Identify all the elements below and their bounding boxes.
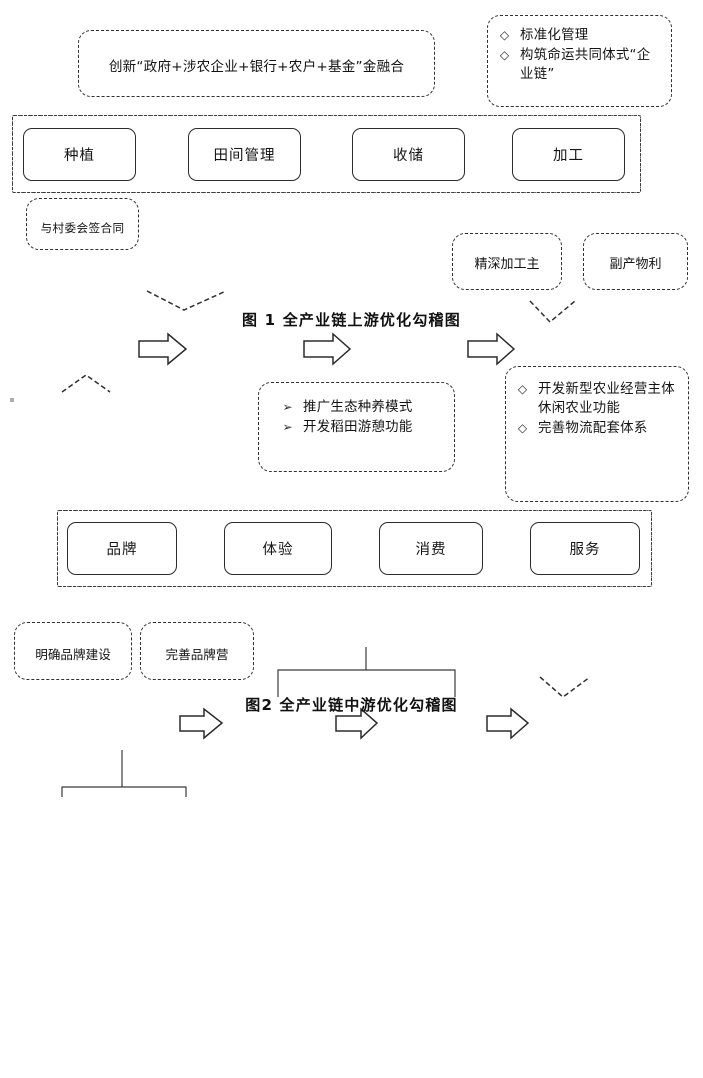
figure1-callout-financing: 创新“政府+涉农企业+银行+农户+基金”金融合 xyxy=(78,30,435,97)
figure1-callout-village-contract-text: 与村委会签合同 xyxy=(40,220,125,235)
figure2-process-box-brand-label: 品牌 xyxy=(106,542,138,558)
figure1-sub-box-deep-processing: 精深加工主 xyxy=(452,233,562,290)
figure-page: 创新“政府+涉农企业+银行+农户+基金”金融合 ◇ 标准化管理 ◇ 构筑命运共同… xyxy=(0,0,703,797)
figure2-caption: 图2 全产业链中游优化勾稽图 xyxy=(0,694,703,715)
bullet-label: 推广生态种养模式 xyxy=(303,400,413,415)
figure1-callout-financing-text: 创新“政府+涉农企业+银行+农户+基金”金融合 xyxy=(108,58,405,75)
figure1-caption: 图 1 全产业链上游优化勾稽图 xyxy=(0,309,703,330)
figure1-process-box-processing: 加工 xyxy=(512,128,625,181)
figure2-process-box-experience: 体验 xyxy=(224,522,332,575)
figure1-process-box-storage-label: 收储 xyxy=(393,148,424,164)
diamond-bullet-icon: ◇ xyxy=(499,48,510,63)
figure2-sub-box-brand-marketing: 完善品牌营 xyxy=(140,622,254,680)
figure2-process-box-service: 服务 xyxy=(530,522,640,575)
figure1-process-box-storage: 收储 xyxy=(352,128,465,181)
bullet-label: 开发新型农业经营主体休闲农业功能 xyxy=(538,382,675,417)
figure1-process-box-planting: 种植 xyxy=(23,128,136,181)
figure2-sub-box-brand-building: 明确品牌建设 xyxy=(14,622,132,680)
figure-2: ➢ 推广生态种养模式 ➢ 开发稻田游憩功能 ◇ 开发新型农业经营主体休闲农业功能… xyxy=(0,350,703,797)
figure1-sub-box-byproduct-label: 副产物利 xyxy=(609,257,662,273)
figure2-sub-box-brand-marketing-label: 完善品牌营 xyxy=(165,646,229,662)
figure2-sub-box-brand-building-label: 明确品牌建设 xyxy=(35,646,111,662)
bullet-label: 完善物流配套体系 xyxy=(538,421,648,437)
diamond-bullet-icon: ◇ xyxy=(517,382,528,396)
figure1-process-box-processing-label: 加工 xyxy=(553,148,584,164)
figure1-chain-container xyxy=(11,114,642,194)
bullet-item: ➢ 推广生态种养模式 xyxy=(281,398,445,417)
figure-1: 创新“政府+涉农企业+银行+农户+基金”金融合 ◇ 标准化管理 ◇ 构筑命运共同… xyxy=(0,0,703,427)
diamond-bullet-icon: ◇ xyxy=(517,421,528,436)
arrow-bullet-icon: ➢ xyxy=(282,400,293,414)
figure2-callout-eco-model: ➢ 推广生态种养模式 ➢ 开发稻田游憩功能 xyxy=(258,382,455,472)
bullet-item: ◇ 构筑命运共同体式“企业链” xyxy=(498,46,662,84)
bullet-label: 开发稻田游憩功能 xyxy=(303,420,413,436)
figure1-process-box-field-management: 田间管理 xyxy=(188,128,301,181)
bullet-item: ◇ 开发新型农业经营主体休闲农业功能 xyxy=(516,380,679,418)
figure1-process-box-planting-label: 种植 xyxy=(64,148,95,164)
figure2-caption-text: 图2 全产业链中游优化勾稽图 xyxy=(245,696,458,714)
figure2-process-box-experience-label: 体验 xyxy=(262,542,294,558)
bullet-item: ◇ 完善物流配套体系 xyxy=(516,419,679,438)
arrow-bullet-icon: ➢ xyxy=(282,420,293,435)
figure2-callout-new-agri-operators: ◇ 开发新型农业经营主体休闲农业功能 ◇ 完善物流配套体系 xyxy=(505,366,689,502)
figure2-process-box-consumption-label: 消费 xyxy=(415,542,447,558)
bullet-label: 标准化管理 xyxy=(520,28,589,43)
figure2-process-box-brand: 品牌 xyxy=(67,522,177,575)
figure2-process-box-consumption: 消费 xyxy=(379,522,483,575)
figure2-process-box-service-label: 服务 xyxy=(569,542,601,558)
bullet-item: ◇ 标准化管理 xyxy=(498,26,662,45)
figure1-caption-text: 图 1 全产业链上游优化勾稽图 xyxy=(242,311,461,329)
bullet-item: ➢ 开发稻田游憩功能 xyxy=(281,418,445,437)
figure1-sub-box-deep-processing-label: 精深加工主 xyxy=(474,257,540,273)
figure1-process-box-field-management-label: 田间管理 xyxy=(213,148,276,164)
diamond-bullet-icon: ◇ xyxy=(499,28,510,42)
figure1-sub-box-byproduct: 副产物利 xyxy=(583,233,688,290)
bullet-label: 构筑命运共同体式“企业链” xyxy=(520,48,651,83)
figure2-chain-container xyxy=(56,509,653,588)
figure1-callout-standardization: ◇ 标准化管理 ◇ 构筑命运共同体式“企业链” xyxy=(487,15,672,107)
figure1-callout-village-contract: 与村委会签合同 xyxy=(26,198,139,250)
page-speck xyxy=(10,398,14,402)
